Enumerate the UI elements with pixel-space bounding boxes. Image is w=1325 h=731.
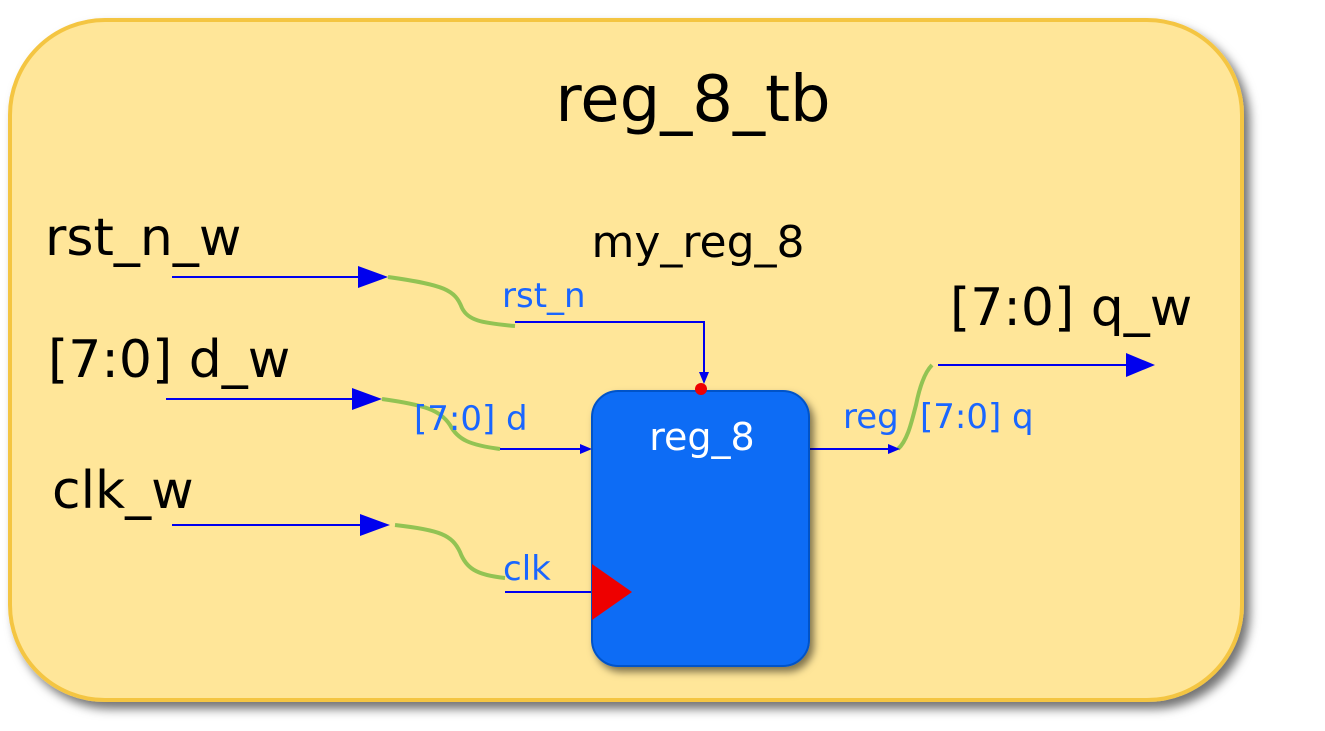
connector-q [896, 363, 934, 451]
signal-label-rst-n-w: rst_n_w [45, 208, 241, 268]
signal-label-q-w: [7:0] q_w [950, 278, 1192, 338]
wire-port-d [500, 444, 592, 454]
wire-port-rst [515, 321, 709, 384]
instance-name: my_reg_8 [591, 217, 804, 268]
port-label-clk: clk [503, 549, 551, 589]
wire-q-w [938, 353, 1155, 377]
wire-clk-w [172, 514, 390, 536]
port-label-reg: reg [843, 397, 899, 437]
clock-input-marker [592, 564, 632, 620]
connector-clk [394, 523, 506, 580]
wire-d-w [166, 388, 382, 410]
signal-label-clk-w: clk_w [52, 461, 194, 521]
port-label-rst-n: rst_n [502, 276, 586, 316]
testbench-container [8, 18, 1244, 702]
module-name: reg_8 [649, 415, 754, 459]
connector-d [381, 397, 501, 451]
wire-port-q [810, 444, 900, 454]
reset-active-low-dot [695, 383, 707, 395]
port-label-d: [7:0] d [414, 399, 528, 439]
signal-label-d-w: [7:0] d_w [48, 330, 290, 390]
connector-rst [387, 275, 516, 328]
wire-rst-n-w [172, 266, 388, 288]
testbench-title: reg_8_tb [555, 63, 830, 137]
port-label-q: [7:0] q [920, 397, 1034, 437]
